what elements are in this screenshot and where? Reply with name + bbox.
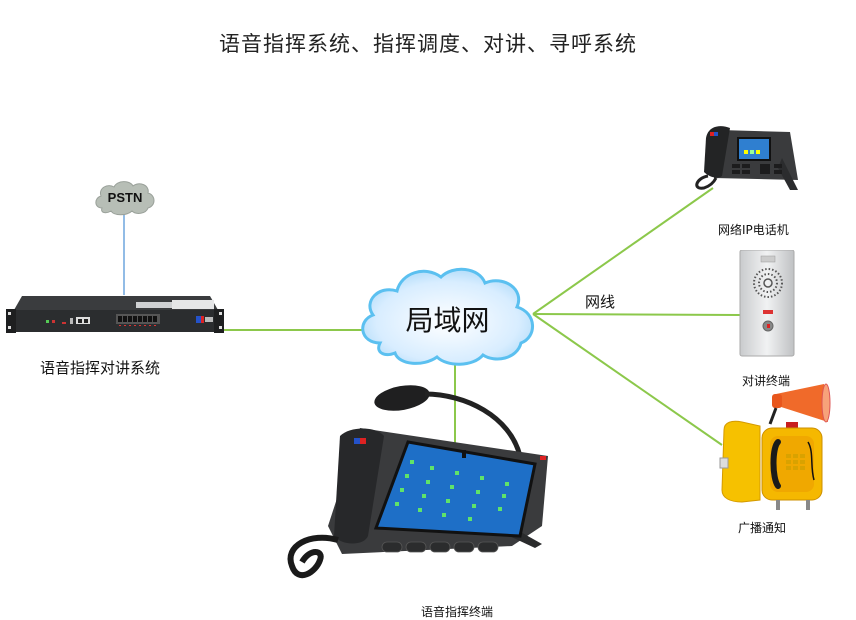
cloud-icon <box>361 267 534 366</box>
command-terminal-icon <box>287 385 548 579</box>
command-terminal-label: 语音指挥终端 <box>421 605 494 619</box>
pstn-label: PSTN <box>107 190 143 205</box>
command-intercom-server <box>6 294 224 340</box>
intercom-terminal <box>738 249 796 358</box>
intercom-icon <box>739 249 795 357</box>
intercom-label: 对讲终端 <box>742 374 791 388</box>
rack-server-icon <box>6 296 224 333</box>
ip-phone <box>690 118 800 194</box>
lan-label: 局域网 <box>405 304 490 337</box>
diagram-title: 语音指挥系统、指挥调度、对讲、寻呼系统 <box>219 32 637 56</box>
cloud-icon <box>95 181 155 216</box>
lan-ipphone-link <box>532 187 714 315</box>
ip-phone-icon <box>695 126 798 190</box>
broadcast-icon <box>719 383 831 510</box>
broadcast-label: 广播通知 <box>738 521 787 535</box>
broadcast-device <box>716 382 836 512</box>
network-cable-label: 网线 <box>585 293 616 311</box>
command-terminal <box>280 376 570 594</box>
server-label: 语音指挥对讲系统 <box>40 359 161 377</box>
pstn-cloud: PSTN <box>92 178 158 218</box>
lan-cloud: 局域网 <box>355 263 540 369</box>
lan-broadcast-link <box>532 313 723 446</box>
lan-intercom-link <box>532 313 741 316</box>
ip-phone-label: 网络IP电话机 <box>718 223 789 237</box>
